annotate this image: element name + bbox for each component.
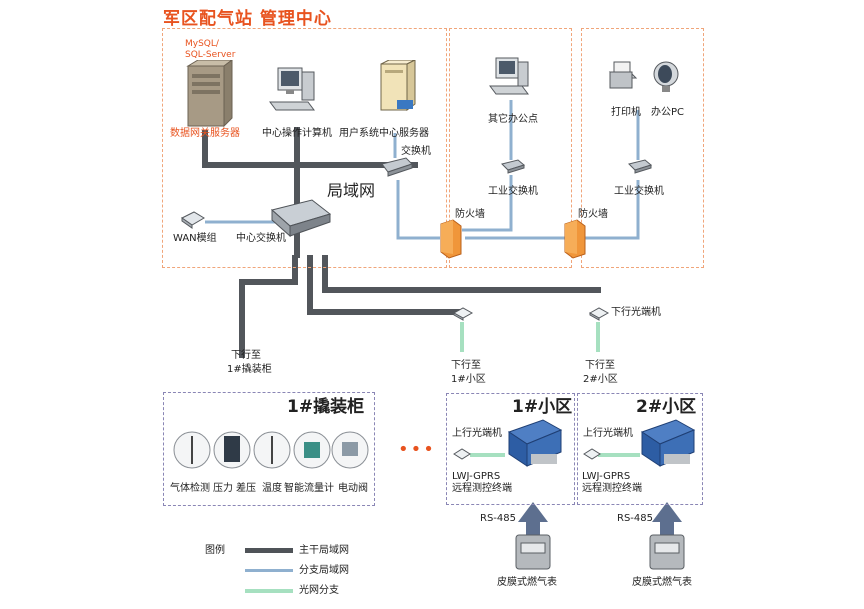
downlink-zone1-line2: 1#小区 bbox=[451, 374, 486, 385]
industrial-switch-label-1: 工业交换机 bbox=[488, 186, 538, 197]
ellipsis: ••• bbox=[398, 439, 436, 460]
zone1-terminal-line1: LWJ-GPRS bbox=[452, 471, 501, 482]
zone1-title: 1#小区 bbox=[512, 397, 573, 417]
legend-label-optical: 光网分支 bbox=[299, 585, 339, 596]
optical-down-label: 下行光端机 bbox=[611, 307, 661, 318]
zone2-box bbox=[577, 393, 703, 505]
firewall-icon bbox=[440, 219, 462, 259]
cabinet-title: 1#撬装柜 bbox=[287, 397, 365, 417]
legend-swatch-branch bbox=[245, 569, 293, 572]
db-type-line1: MySQL/ bbox=[185, 39, 219, 49]
core-switch-label: 中心交换机 bbox=[236, 233, 286, 244]
firewall-label-1: 防火墙 bbox=[455, 209, 485, 220]
legend-label-backbone: 主干局域网 bbox=[299, 545, 349, 556]
zone1-terminal-line2: 远程测控终端 bbox=[452, 483, 512, 494]
ops-pc-label: 中心操作计算机 bbox=[262, 128, 332, 139]
gprs-terminal-icon bbox=[507, 419, 563, 467]
computer-icon bbox=[489, 57, 529, 95]
industrial-switch-icon bbox=[501, 159, 526, 174]
downlink-zone2-line2: 2#小区 bbox=[583, 374, 618, 385]
server-icon bbox=[380, 60, 416, 111]
zone1-meter-label: 皮膜式燃气表 bbox=[497, 577, 557, 588]
zone2-terminal-line1: LWJ-GPRS bbox=[582, 471, 631, 482]
user-server-label: 用户系统中心服务器 bbox=[339, 128, 429, 139]
zone2-meter-label: 皮膜式燃气表 bbox=[632, 577, 692, 588]
page-title: 军区配气站 管理中心 bbox=[163, 9, 332, 29]
gas-meter-icon bbox=[649, 534, 685, 570]
other-office-label: 其它办公点 bbox=[488, 114, 538, 125]
device-label-gas: 气体检测 bbox=[170, 483, 210, 494]
downlink-cabinet-line2: 1#撬装柜 bbox=[227, 364, 272, 375]
device-label-pressure: 压力 bbox=[213, 483, 233, 494]
db-server-label: 数据网关服务器 bbox=[170, 128, 240, 139]
zone2-optical-up-label: 上行光端机 bbox=[583, 428, 633, 439]
downlink-zone1-line1: 下行至 bbox=[451, 360, 481, 371]
database-server-icon bbox=[186, 60, 233, 128]
printer-label: 打印机 bbox=[611, 107, 641, 118]
device-label-flowmeter: 智能流量计 bbox=[284, 483, 334, 494]
zone2-title: 2#小区 bbox=[636, 397, 697, 417]
cabinet-zone bbox=[163, 392, 375, 506]
zone1-rs485: RS-485 bbox=[480, 513, 516, 524]
management-center-zone bbox=[162, 28, 447, 268]
legend-title: 图例 bbox=[205, 545, 225, 556]
legend-label-branch: 分支局域网 bbox=[299, 565, 349, 576]
legend-swatch-optical bbox=[245, 589, 293, 593]
switch-icon bbox=[381, 157, 413, 177]
core-switch-icon bbox=[270, 199, 332, 238]
device-label-valve: 电动阀 bbox=[338, 483, 368, 494]
optical-transceiver-icon bbox=[452, 307, 474, 321]
lan-label: 局域网 bbox=[327, 181, 376, 200]
gas-meter-icon bbox=[515, 534, 551, 570]
legend-swatch-backbone bbox=[245, 548, 293, 553]
industrial-switch-label-2: 工业交换机 bbox=[614, 186, 664, 197]
printer-icon bbox=[608, 61, 638, 89]
industrial-switch-icon bbox=[628, 159, 653, 174]
optical-transceiver-icon bbox=[588, 307, 610, 321]
office-pc-label: 办公PC bbox=[651, 107, 685, 118]
wan-label: WAN模组 bbox=[173, 233, 217, 244]
zone2-rs485: RS-485 bbox=[617, 513, 653, 524]
db-type-line2: SQL-Server bbox=[185, 50, 236, 60]
device-label-diffpressure: 差压 bbox=[236, 483, 256, 494]
zone1-box bbox=[446, 393, 575, 505]
firewall-label-2: 防火墙 bbox=[578, 209, 608, 220]
computer-icon bbox=[269, 67, 315, 111]
switch-label: 交换机 bbox=[401, 146, 431, 157]
zone1-optical-up-label: 上行光端机 bbox=[452, 428, 502, 439]
downlink-zone2-line1: 下行至 bbox=[585, 360, 615, 371]
office-zone-1 bbox=[449, 28, 572, 268]
device-label-temp: 温度 bbox=[262, 483, 282, 494]
optical-transceiver-icon bbox=[453, 448, 471, 460]
wan-module-icon bbox=[181, 211, 205, 229]
zone2-terminal-line2: 远程测控终端 bbox=[582, 483, 642, 494]
office-zone-2 bbox=[581, 28, 704, 268]
firewall-icon bbox=[564, 219, 586, 259]
gprs-terminal-icon bbox=[640, 419, 696, 467]
optical-transceiver-icon bbox=[583, 448, 601, 460]
desktop-monitor-icon bbox=[653, 61, 679, 92]
downlink-cabinet-line1: 下行至 bbox=[231, 350, 261, 361]
cabinet-device-icons bbox=[173, 431, 369, 469]
